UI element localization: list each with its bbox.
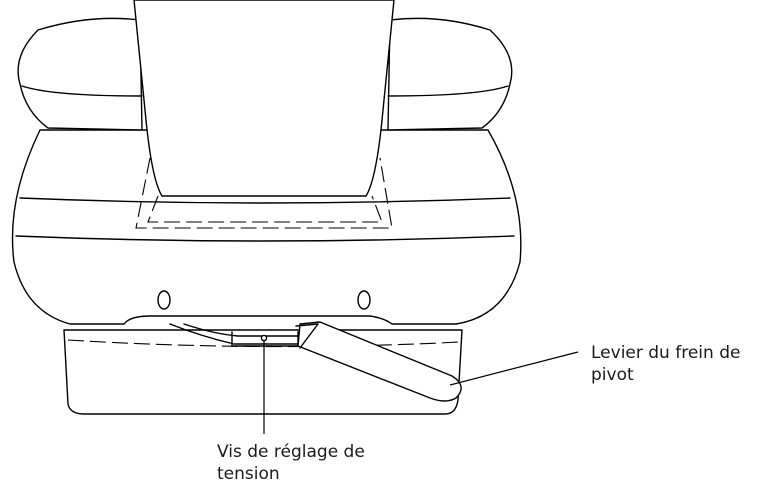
swivel-track-inner [183,323,301,337]
cushion-seam-upper [19,197,511,204]
pivot-brake-lever [297,321,462,402]
left-armrest-edge [21,85,143,97]
pivot-brake-lever-label-line-2: pivot [591,365,634,385]
tension-screw [260,334,268,342]
backrest [133,0,395,197]
pivot-brake-lever-label-line-1: Levier du frein de [591,343,741,363]
left-armrest [17,17,143,131]
pivot-brake-lever-label: Levier du frein de pivot [591,342,740,386]
brake-lever-leader [449,351,579,386]
tension-adjust-screw-label-line-1: Vis de réglage de [217,442,365,462]
right-armrest-edge [387,85,509,97]
tension-adjust-screw-label: Vis de réglage de tension [217,441,365,485]
cushion-seam-lower [15,235,515,242]
base-hidden-edge [67,339,461,348]
backrest-recess-hidden [135,157,393,229]
left-bolt-hole [157,290,171,310]
backrest-recess-inner [147,195,383,223]
right-bolt-hole [357,290,371,310]
lever-hinge [295,323,319,349]
right-armrest [387,17,513,131]
tension-adjust-screw-label-line-2: tension [217,464,280,484]
seat-cushion [11,129,522,325]
swivel-track [169,323,307,345]
